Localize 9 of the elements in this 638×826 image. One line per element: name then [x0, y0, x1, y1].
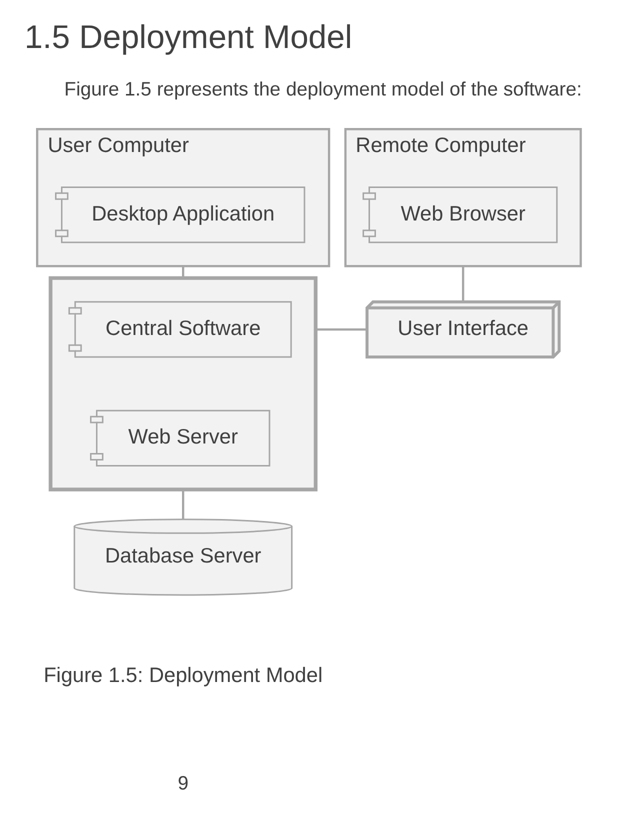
connector	[182, 489, 184, 519]
connector	[316, 328, 366, 330]
label: Figure 1.5 represents the deployment model of the software:	[64, 78, 582, 100]
cluster	[48, 276, 318, 491]
connector	[182, 266, 184, 278]
connector	[462, 266, 464, 302]
caption: Figure 1.5: Deployment Model	[44, 663, 323, 686]
label: 9	[178, 772, 188, 794]
diagram-title: 1.5 Deployment Model	[24, 18, 352, 55]
